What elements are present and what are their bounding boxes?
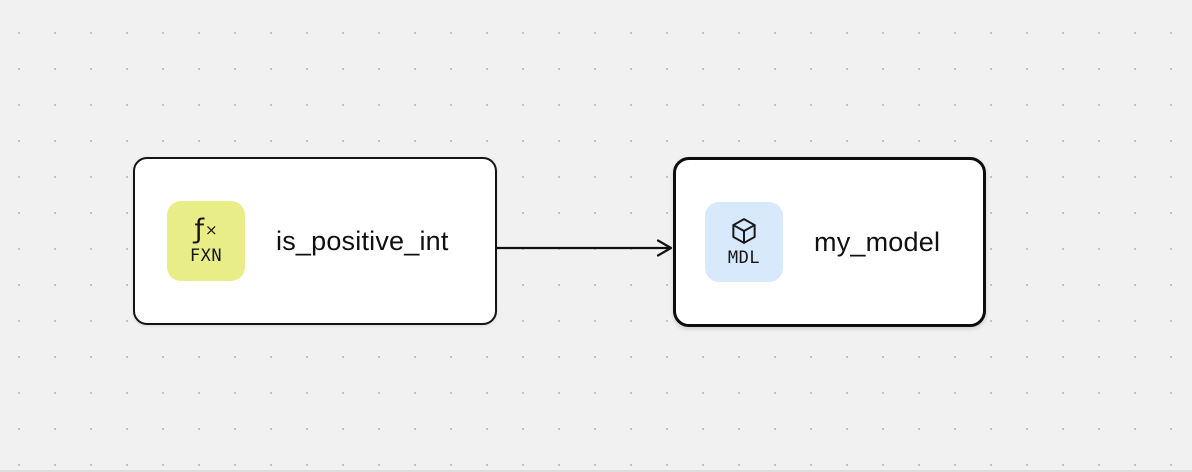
arrowhead-icon <box>656 239 673 257</box>
node-kind-label: MDL <box>727 248 761 269</box>
canvas-bottom-edge <box>0 470 1192 472</box>
node-label: my_model <box>814 226 941 257</box>
function-icon-f: ƒ <box>194 214 204 246</box>
cube-icon <box>729 216 759 246</box>
edge-is-positive-int-to-my-model[interactable] <box>497 236 673 260</box>
node-type-badge-mdl: MDL <box>705 202 783 282</box>
node-label: is_positive_int <box>276 225 449 256</box>
node-is-positive-int[interactable]: ƒ × FXN is_positive_int <box>133 157 497 325</box>
function-icon-x: × <box>204 221 218 240</box>
node-my-model[interactable]: MDL my_model <box>673 157 986 327</box>
node-type-badge-fxn: ƒ × FXN <box>167 201 245 281</box>
node-kind-label: FXN <box>189 246 223 267</box>
function-icon: ƒ × <box>194 216 217 243</box>
